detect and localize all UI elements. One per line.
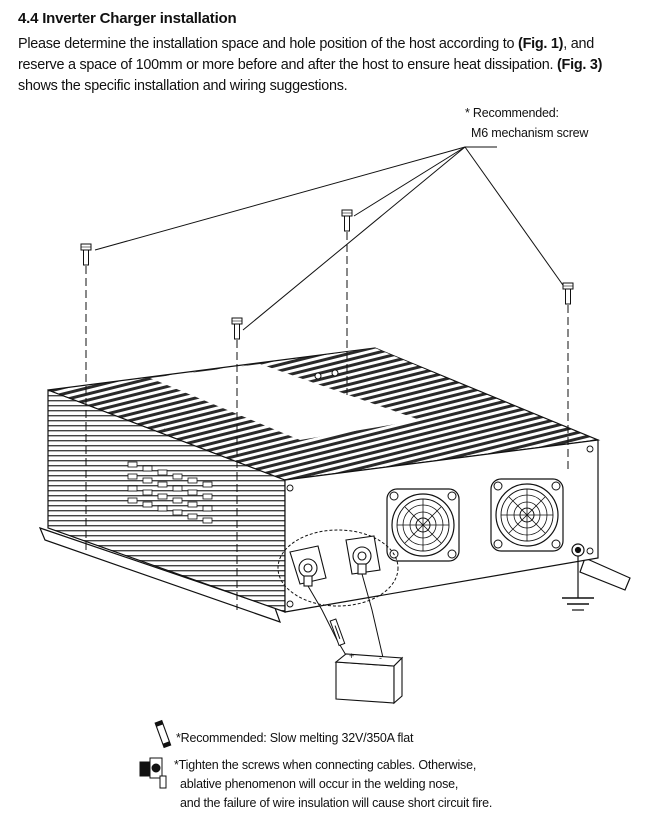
tighten-note-line3: and the failure of wire insulation will … bbox=[180, 796, 493, 810]
installation-paragraph: Please determine the installation space … bbox=[18, 34, 643, 97]
tighten-note-line2: ablative phenomenon will occur in the we… bbox=[180, 777, 459, 791]
side-vent-grid bbox=[127, 461, 213, 524]
terminal-icon bbox=[289, 545, 327, 587]
fan-icon bbox=[386, 488, 460, 562]
para-text-1: Please determine the installation space … bbox=[18, 36, 519, 52]
cables bbox=[307, 573, 385, 663]
svg-text:+: + bbox=[349, 651, 354, 661]
screw-icon bbox=[562, 282, 574, 305]
mounting-guide-lines bbox=[85, 232, 569, 610]
screw-icon bbox=[231, 317, 243, 340]
mount-hole bbox=[314, 372, 322, 380]
fig1-reference: (Fig. 1) bbox=[518, 36, 564, 52]
terminal-icon bbox=[139, 757, 167, 789]
fig3-reference: (Fig. 3) bbox=[557, 57, 603, 73]
screw-icon bbox=[80, 243, 92, 266]
svg-text:-: - bbox=[379, 653, 382, 663]
screw-icon bbox=[341, 209, 353, 232]
terminal-icon bbox=[345, 535, 381, 575]
terminal-highlight bbox=[277, 529, 399, 607]
ground-icon bbox=[562, 543, 594, 611]
fan-icon bbox=[490, 478, 564, 552]
fuse-icon bbox=[154, 719, 172, 749]
tighten-note-line1: *Tighten the screws when connecting cabl… bbox=[174, 758, 477, 772]
section-heading: 4.4 Inverter Charger installation bbox=[18, 10, 237, 27]
fuse-icon bbox=[329, 618, 346, 647]
callout-lines bbox=[94, 146, 566, 331]
callout-screw-type: M6 mechanism screw bbox=[471, 126, 589, 140]
callout-recommended: * Recommended: bbox=[465, 106, 559, 120]
para-text-2: , and reserve a space of 100mm or more b… bbox=[18, 36, 594, 73]
mount-hole bbox=[331, 369, 339, 377]
fuse-note: *Recommended: Slow melting 32V/350A flat bbox=[176, 731, 414, 745]
para-text-3: shows the specific installation and wiri… bbox=[18, 78, 348, 94]
battery-icon: + - bbox=[334, 651, 404, 705]
